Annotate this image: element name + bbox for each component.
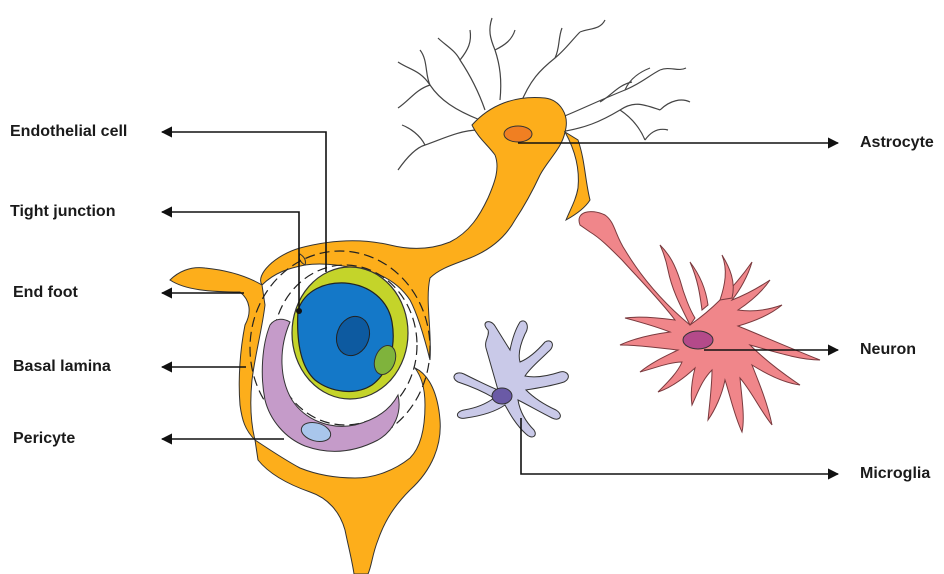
microglia [454, 321, 568, 437]
astrocyte-nucleus [504, 126, 532, 142]
label-basal-lamina: Basal lamina [13, 358, 111, 376]
neuron-nucleus [683, 331, 713, 349]
label-endothelial-cell: Endothelial cell [10, 123, 127, 141]
microglia-nucleus [492, 388, 512, 404]
label-pericyte: Pericyte [13, 430, 75, 448]
endothelial-cell [292, 267, 408, 399]
microglia-arrow [521, 418, 838, 474]
label-neuron: Neuron [860, 341, 916, 359]
neuron [579, 212, 820, 432]
label-tight-junction: Tight junction [10, 203, 115, 221]
label-astrocyte: Astrocyte [860, 134, 934, 152]
label-microglia: Microglia [860, 465, 930, 483]
label-end-foot: End foot [13, 284, 78, 302]
